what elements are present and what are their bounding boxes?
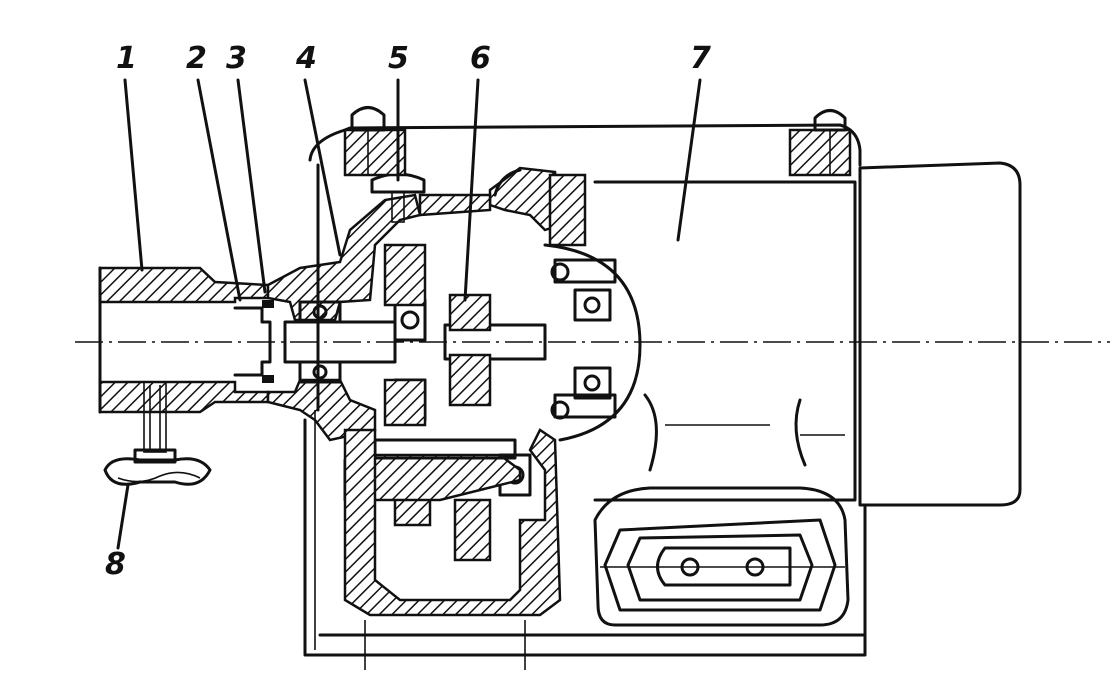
electric-motor	[593, 161, 1022, 507]
leader-1	[123, 78, 144, 272]
leader-6	[463, 78, 480, 302]
leader-3	[236, 78, 267, 294]
leader-8	[116, 483, 130, 550]
callout-7: 7	[690, 41, 711, 76]
leader-4	[303, 78, 342, 257]
callout-3: 3	[226, 41, 247, 76]
callout-2: 2	[186, 41, 207, 76]
motor-flange	[543, 173, 642, 442]
coupling-jaw	[233, 300, 274, 383]
terminal-box	[593, 486, 850, 627]
outer-casing	[303, 106, 867, 670]
callout-4: 4	[296, 41, 317, 76]
output-pipe	[98, 266, 270, 414]
callout-5: 5	[388, 41, 409, 76]
leader-lines	[116, 78, 702, 550]
callout-6: 6	[470, 41, 491, 76]
breather-plug	[370, 172, 426, 223]
leader-2	[196, 78, 242, 302]
gear-train	[368, 243, 522, 562]
callout-1: 1	[116, 41, 137, 76]
gearbox-housing	[343, 166, 562, 617]
leader-7	[676, 78, 702, 242]
callout-8: 8	[105, 547, 126, 582]
